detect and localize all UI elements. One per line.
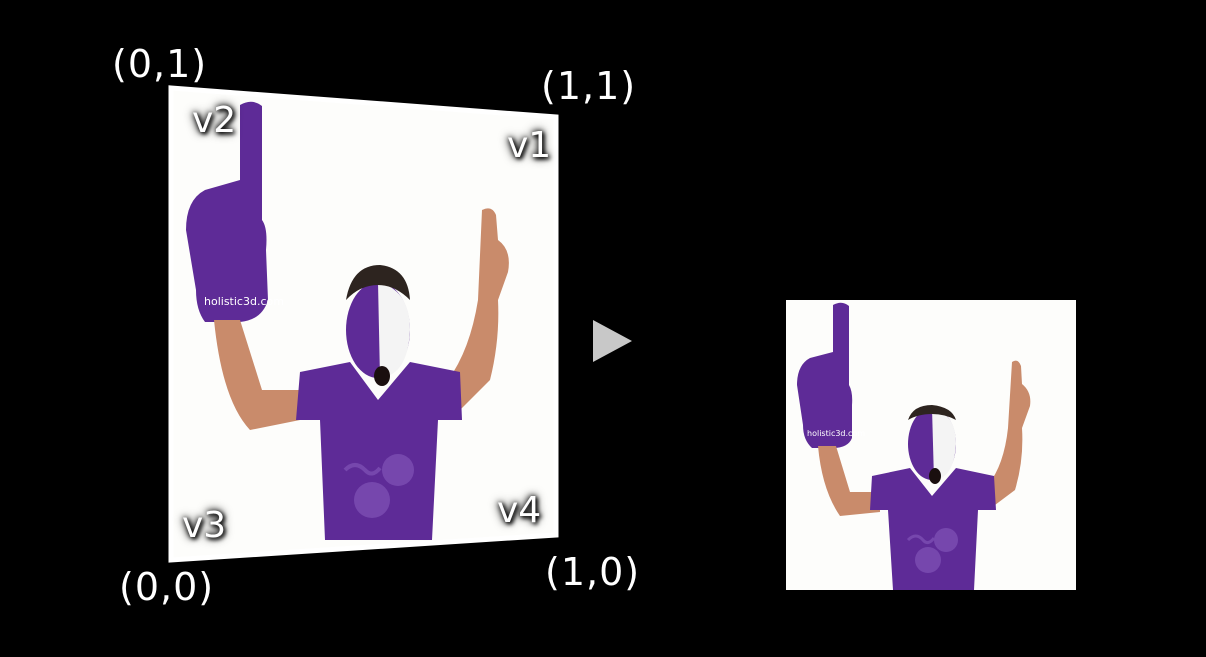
controller-logo-left	[343, 454, 414, 518]
foam-finger-left	[186, 101, 268, 322]
glove-label-right: holistic3d.com	[807, 429, 865, 438]
controller-logo-right	[906, 528, 958, 573]
face-white-half	[378, 282, 410, 378]
corner-label-bottom-left: (0,0)	[119, 565, 215, 609]
face-white-half-right	[932, 408, 956, 480]
mouth-right	[929, 468, 941, 484]
foam-finger-right	[797, 302, 853, 448]
vertex-label-v2: v2	[192, 100, 237, 141]
left-arm	[214, 320, 300, 430]
corner-label-top-right: (1,1)	[541, 64, 637, 108]
corner-label-bottom-right: (1,0)	[545, 550, 641, 594]
hair-right	[908, 405, 956, 420]
arrow-right-icon	[593, 320, 632, 362]
fan-figure-left: holistic3d.com	[186, 101, 509, 540]
corner-label-top-left: (0,1)	[112, 42, 208, 86]
mouth	[374, 366, 390, 386]
left-arm-right	[818, 446, 880, 516]
right-arm-right	[988, 360, 1031, 505]
hair	[346, 265, 410, 300]
vertex-label-v1: v1	[507, 125, 552, 166]
fan-figure-right: holistic3d.com	[797, 302, 1031, 590]
vertex-label-v4: v4	[497, 490, 542, 531]
right-arm	[448, 208, 509, 410]
torso-right	[870, 468, 996, 590]
glove-label-left: holistic3d.com	[204, 295, 284, 308]
vertex-label-v3: v3	[182, 505, 227, 546]
torso	[296, 362, 462, 540]
